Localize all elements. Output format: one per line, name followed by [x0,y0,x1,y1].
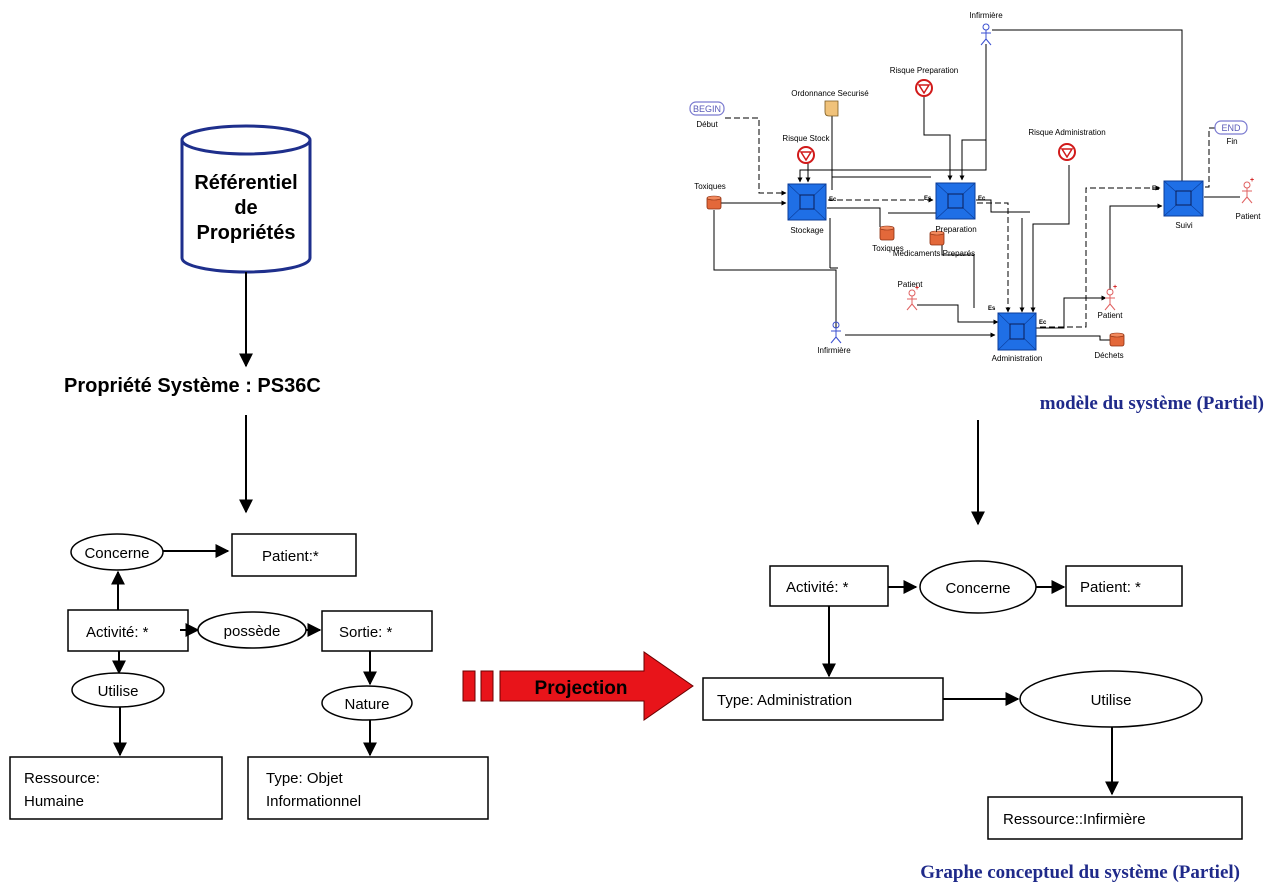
process-administration: Es Ec [988,306,1047,351]
end-node: END [1214,120,1248,135]
repository-label-2: de [234,197,257,219]
type-administration-node [702,677,944,721]
ressource-humaine-node [9,756,223,820]
type-label-right: Type: Administration [717,692,852,709]
process-suivi: Es [1152,180,1204,217]
label-patient-right: Patient [1236,212,1262,221]
end-label: END [1221,123,1241,133]
model-title: modèle du système (Partiel) [1040,393,1264,414]
projection-arrow: Projection [462,651,694,721]
begin-label: BEGIN [693,104,721,114]
label-toxiques: Toxiques [694,182,726,191]
nature-label: Nature [344,696,389,713]
actor-infirmiere-bottom [830,321,842,344]
actor-patient-right: + [1241,177,1254,204]
patient-label: Patient:* [262,548,319,565]
label-patient-left: Patient [898,280,924,289]
label-debut: Début [696,120,718,129]
ec-label-stockage: Ec [829,197,837,203]
actor-patient-left: + [906,285,919,311]
es-label-administration: Es [988,306,996,312]
label-fin: Fin [1226,137,1237,146]
repository-label-3: Propriétés [197,222,296,244]
activite-node-right [769,565,889,607]
label-risque-preparation: Risque Preparation [890,66,958,75]
projection-label: Projection [535,678,628,699]
activite-node [67,609,189,652]
ec-label-preparation: Ec [978,196,986,202]
type-label-1: Type: Objet [266,770,344,787]
begin-node: BEGIN [689,101,725,116]
label-ordonnance: Ordonnance Securisé [791,89,869,98]
label-risque-stock: Risque Stock [782,134,830,143]
possede-label: possède [224,623,281,640]
graph-title: Graphe conceptuel du système (Partiel) [920,862,1240,883]
patient-node [231,533,357,577]
type-objet-node [247,756,489,820]
utilise-label-left: Utilise [98,683,139,700]
repository-cylinder: Référentiel de Propriétés [180,124,312,274]
process-stockage: Ec [787,183,837,221]
left-conceptual-graph: Concerne Patient:* Activité: * possède S… [9,533,489,820]
process-model: Infirmière Risque Preparation Ordonnance… [689,11,1262,363]
patient-label-right: Patient: * [1080,579,1141,596]
label-patient-mid: Patient [1098,311,1124,320]
patient-node-right [1065,565,1183,607]
document-icon-ordonnance [824,100,839,117]
es-label-preparation: Es [924,196,932,202]
concerne-label-right: Concerne [945,580,1010,597]
concerne-label: Concerne [84,545,149,562]
label-toxiques-mid: Toxiques [872,244,904,253]
utilise-node-left [71,672,165,708]
process-preparation: Es Ec [924,182,986,220]
resource-icon-medicaments [929,230,945,246]
nature-node [321,685,413,721]
svg-text:+: + [1250,177,1254,184]
ressource-label-1: Ressource: [24,770,100,787]
property-title: Propriété Système : PS36C [64,375,321,397]
repository-label-1: Référentiel [194,172,297,194]
resource-icon-dechets [1109,332,1125,347]
label-dechets: Déchets [1094,351,1123,360]
svg-text:+: + [1113,284,1117,291]
ressource-label-right: Ressource::Infirmière [1003,811,1146,828]
utilise-label-right: Utilise [1091,692,1132,709]
label-suivi: Suivi [1175,221,1193,230]
ressource-label-2: Humaine [24,793,84,810]
label-infirmiere-bottom: Infirmière [817,346,851,355]
sortie-label: Sortie: * [339,624,393,641]
label-administration: Administration [992,354,1043,363]
actor-patient-mid: + [1104,284,1117,311]
label-preparation: Preparation [935,225,976,234]
type-label-2: Informationnel [266,793,361,810]
risk-icon-administration [1058,143,1076,161]
ec-label-administration: Ec [1039,320,1047,326]
label-medicaments: Medicaments Preparés [893,249,975,258]
right-conceptual-graph: Activité: * Concerne Patient: * Type: Ad… [702,560,1243,840]
activite-label-right: Activité: * [786,579,849,596]
es-label-suivi: Es [1152,186,1160,192]
label-stockage: Stockage [790,226,824,235]
svg-text:+: + [915,285,919,292]
resource-icon-toxiques [706,195,722,210]
actor-infirmiere-top [980,23,992,46]
resource-icon-toxiques-mid [879,225,895,241]
label-infirmiere-top: Infirmière [969,11,1003,20]
label-risque-administration: Risque Administration [1028,128,1105,137]
sortie-node [321,610,433,652]
ressource-infirmiere-node [987,796,1243,840]
risk-icon-stock [797,146,815,164]
risk-icon-preparation [915,79,933,97]
activite-label: Activité: * [86,624,149,641]
